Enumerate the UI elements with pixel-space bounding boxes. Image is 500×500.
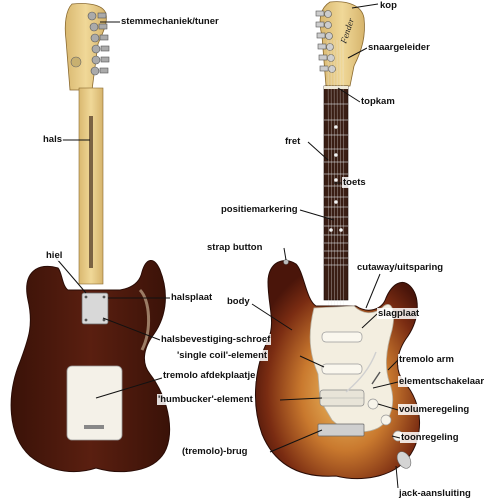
strap-button-pin [283, 259, 289, 265]
label-heel: hiel [45, 250, 64, 261]
label-jack: jack-aansluiting [398, 488, 472, 499]
label-pickup-selector: elementschakelaar [398, 376, 486, 387]
label-strap-button: strap button [206, 242, 264, 253]
label-headstock: kop [379, 0, 398, 11]
label-string-tree: snaargeleider [367, 42, 431, 53]
bridge [317, 423, 365, 437]
label-single-coil: 'single coil'-element [176, 350, 269, 361]
label-cutaway: cutaway/uitsparing [356, 262, 445, 273]
controls [345, 351, 404, 442]
label-neck: hals [42, 134, 64, 145]
label-tone: toonregeling [400, 432, 460, 443]
position-markers [329, 125, 343, 232]
label-position-marker: positiemarkering [220, 204, 299, 215]
neck-plate [81, 292, 109, 325]
tremolo-cover-plate [66, 365, 123, 441]
label-pickguard: slagplaat [377, 308, 421, 319]
label-tuner: stemmechaniek/tuner [120, 16, 220, 27]
label-humbucker: 'humbucker'-element [157, 394, 254, 405]
back-headstock [64, 3, 110, 91]
label-volume: volumeregeling [398, 404, 471, 415]
label-nut: topkam [360, 96, 396, 107]
label-body: body [226, 296, 251, 307]
label-neck-plate: halsplaat [170, 292, 214, 303]
pickups [319, 331, 365, 407]
label-tremolo-arm: tremolo arm [398, 354, 455, 365]
label-fret: fret [284, 136, 302, 147]
jack-plate [396, 451, 412, 469]
callout-lines [55, 3, 401, 489]
label-fretboard: toets [342, 177, 367, 188]
label-neck-bolt: halsbevestiging-schroef [160, 334, 272, 345]
label-bridge: (tremolo)-brug [181, 446, 249, 457]
label-tremolo-cover: tremolo afdekplaatje [162, 370, 257, 381]
fretboard [323, 85, 349, 301]
